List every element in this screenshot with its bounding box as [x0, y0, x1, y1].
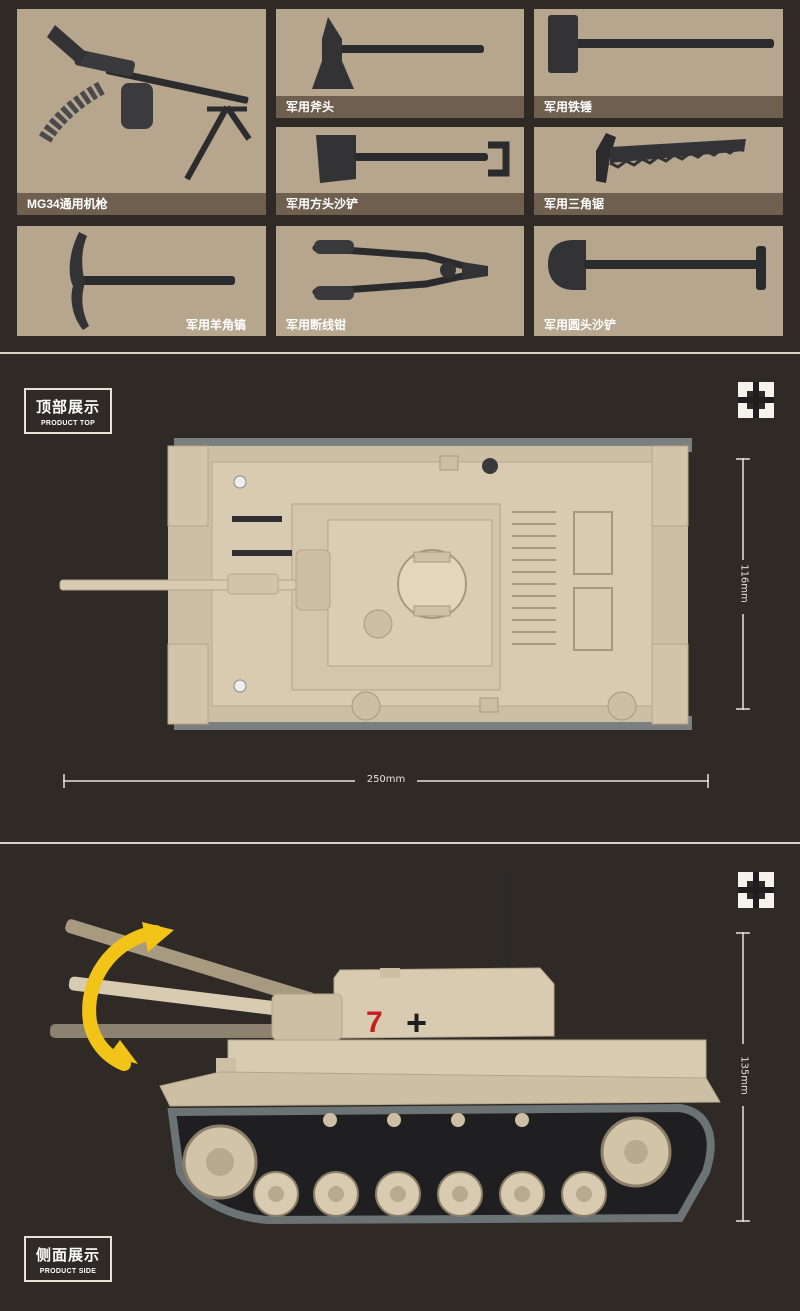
- accessory-label: 军用羊角镐: [185, 318, 246, 332]
- bolt-cutter-icon: [312, 240, 488, 300]
- top-view-subtitle: PRODUCT TOP: [40, 420, 96, 427]
- top-view-title: 顶部展示: [35, 399, 100, 416]
- triangle-saw-icon: [596, 133, 746, 183]
- height-dimension-line: [736, 932, 750, 1222]
- accessory-card-pickaxe: 军用羊角镐: [17, 226, 266, 336]
- section-divider: [0, 842, 800, 844]
- turret-number: 7: [366, 1006, 383, 1039]
- top-view-section: 顶部展示 PRODUCT TOP: [0, 354, 800, 842]
- accessory-card-bolt-cutter: 军用断线钳: [276, 226, 524, 336]
- square-shovel-icon: [316, 135, 510, 183]
- tank-top-view: [59, 438, 692, 730]
- length-label: 250mm: [366, 774, 406, 785]
- accessory-card-sledgehammer: 军用铁锤: [534, 9, 783, 118]
- accessory-card-square-shovel: 军用方头沙铲: [276, 127, 524, 215]
- top-view-title-box: 顶部展示 PRODUCT TOP: [24, 388, 112, 434]
- side-view-section: 7 + 135mm 侧面展示 PRODUCT SIDE: [0, 844, 800, 1311]
- accessory-label: 军用铁锤: [534, 96, 783, 118]
- side-view-subtitle: PRODUCT SIDE: [39, 1268, 97, 1275]
- accessory-label: 军用三角锯: [534, 193, 783, 215]
- accessory-label: 军用方头沙铲: [276, 193, 524, 215]
- elevation-arrow-icon: [82, 922, 174, 1071]
- accessory-card-mg34: MG34通用机枪: [17, 9, 266, 215]
- accessory-label: 军用斧头: [276, 96, 524, 118]
- accessory-label: MG34通用机枪: [17, 193, 266, 215]
- tank-side-view: [50, 874, 721, 1225]
- accessory-card-triangle-saw: 军用三角锯: [534, 127, 783, 215]
- accessory-label: 军用断线钳: [286, 318, 347, 332]
- turret-cross: +: [406, 1002, 428, 1043]
- width-dimension-line: [736, 458, 750, 710]
- height-label: 135mm: [738, 1056, 750, 1095]
- accessories-grid: MG34通用机枪 军用斧头 军用铁锤 军用方头沙铲 军用三角锯: [0, 0, 800, 352]
- balkenkreuz-icon: [738, 872, 774, 908]
- length-dimension-line: [63, 774, 709, 788]
- sledgehammer-icon: [548, 15, 774, 73]
- side-view-title: 侧面展示: [35, 1247, 100, 1264]
- pickaxe-icon: [69, 232, 235, 330]
- accessory-card-axe: 军用斧头: [276, 9, 524, 118]
- balkenkreuz-icon: [738, 382, 774, 418]
- axe-icon: [312, 17, 484, 89]
- section-divider: [0, 352, 800, 354]
- accessory-label: 军用圆头沙铲: [544, 318, 617, 332]
- round-shovel-icon: [548, 240, 766, 290]
- width-label: 116mm: [738, 564, 750, 603]
- side-view-title-box: 侧面展示 PRODUCT SIDE: [24, 1236, 112, 1282]
- mg34-machine-gun-icon: [38, 25, 252, 181]
- accessory-card-round-shovel: 军用圆头沙铲: [534, 226, 783, 336]
